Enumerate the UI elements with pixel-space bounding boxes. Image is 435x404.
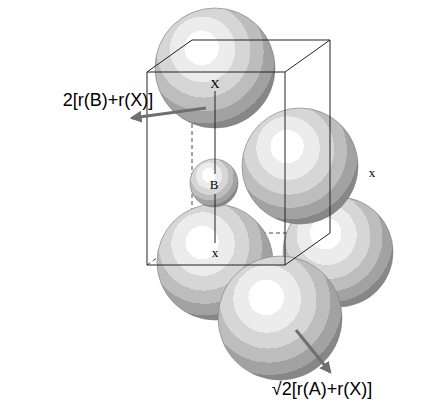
ion-label: x (212, 246, 219, 259)
dimension-arrow (132, 108, 330, 372)
axis-line (215, 91, 216, 243)
unit-cell-edge (147, 40, 330, 265)
ion-label: X (210, 77, 219, 90)
dimension-label: √2[r(A)+r(X)] (272, 380, 372, 398)
ion-label: B (210, 178, 219, 191)
ion-sphere (155, 8, 393, 380)
dimension-label: 2[r(B)+r(X)] (63, 91, 154, 109)
ion-label: x (369, 166, 376, 179)
